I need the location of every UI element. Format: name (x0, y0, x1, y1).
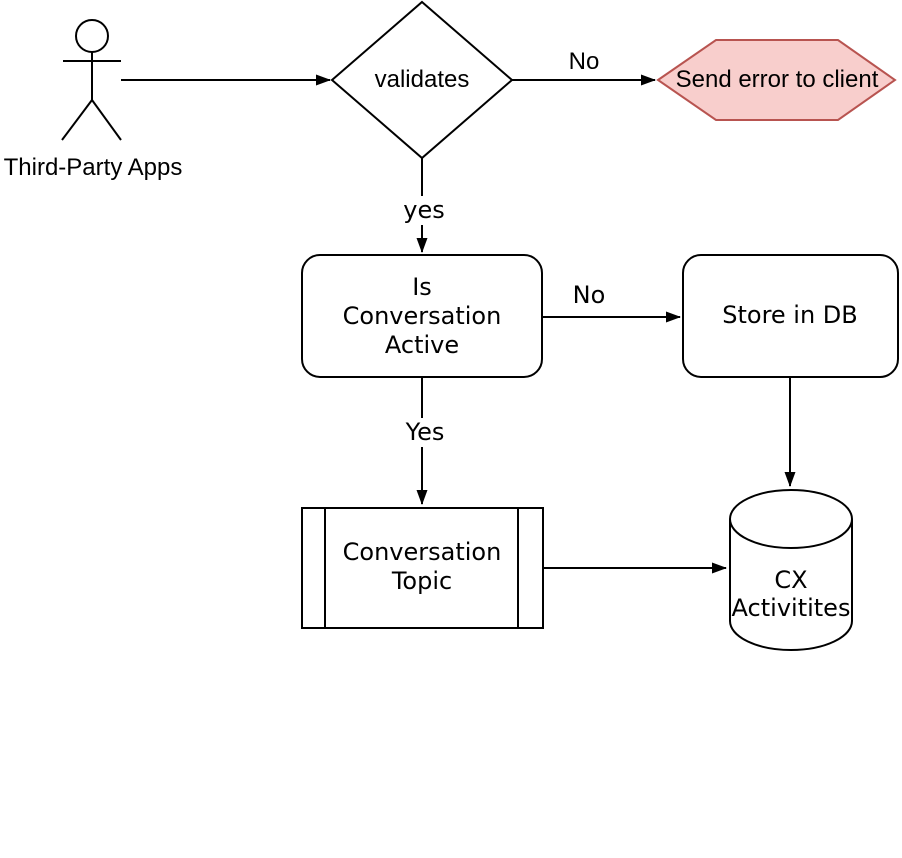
database-label: CX Activitites (731, 566, 851, 622)
actor-label: Third-Party Apps (3, 154, 183, 181)
predefined-process-outline (301, 507, 544, 629)
process-conversation-active-label: Is Conversation Active (342, 273, 502, 359)
cylinder-top-ellipse (729, 518, 853, 549)
process-store-in-db-box (682, 254, 899, 378)
predefined-process-box (301, 507, 544, 629)
predefined-process-label: Conversation Topic (342, 538, 502, 595)
cylinder-outline (729, 489, 853, 651)
actor-icon (61, 19, 122, 141)
error-label: Send error to client (675, 66, 879, 93)
database-cylinder (729, 489, 853, 651)
actor-head (75, 19, 109, 53)
process-store-in-db-label: Store in DB (722, 301, 858, 329)
decision-diamond (330, 0, 514, 160)
process-conversation-active-box (301, 254, 543, 378)
decision-label: validates (374, 66, 470, 93)
edge-label-active-yes: Yes (391, 418, 459, 447)
edge-label-validates-yes: yes (392, 196, 456, 225)
actor-right-leg (91, 99, 122, 141)
error-hexagon (656, 39, 897, 121)
edge-label-validates-no: No (568, 48, 600, 75)
actor-left-leg (61, 99, 93, 141)
edge-label-active-no: No (572, 281, 606, 309)
